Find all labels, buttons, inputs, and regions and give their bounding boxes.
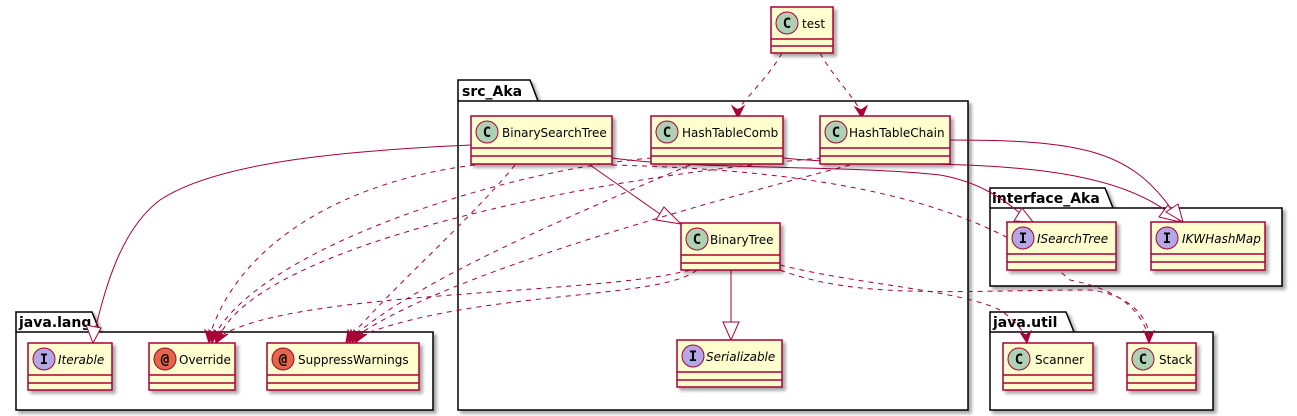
svg-text:I: I — [40, 352, 48, 368]
arrowhead-open — [85, 324, 102, 345]
edge-bst-uses-stack — [611, 164, 1149, 336]
annotation-badge-icon — [153, 347, 177, 371]
edge-binarytree-uses-scanner — [779, 264, 1026, 337]
annotation-override[interactable]: @ Override — [148, 342, 236, 391]
arrowhead-filled — [730, 104, 746, 120]
arrowhead-open — [655, 206, 683, 225]
package-title-java-lang: java.lang — [18, 315, 91, 331]
edge-binarytree-uses-stack — [779, 269, 1151, 336]
class-badge-icon — [824, 120, 848, 144]
class-name: test — [802, 17, 825, 31]
interface-iterable[interactable]: I Iterable — [27, 342, 113, 391]
package-title-src-aka: src_Aka — [462, 84, 522, 100]
svg-text:I: I — [1019, 231, 1027, 247]
class-hash-table-chain[interactable]: C HashTableChain — [819, 115, 951, 165]
svg-text:C: C — [783, 16, 791, 32]
edge-bst-implements-iterable — [94, 144, 472, 331]
svg-text:C: C — [663, 125, 671, 141]
class-badge-icon — [655, 120, 679, 144]
class-binary-search-tree[interactable]: C BinarySearchTree — [470, 115, 613, 165]
svg-text:I: I — [1163, 231, 1171, 247]
class-stack[interactable]: C Stack — [1126, 342, 1197, 391]
svg-text:C: C — [693, 232, 701, 248]
svg-text:I: I — [689, 349, 697, 365]
arrowhead-filled — [214, 329, 229, 345]
arrowhead-filled — [853, 104, 869, 120]
svg-text:C: C — [832, 125, 840, 141]
class-name: BinarySearchTree — [502, 126, 607, 140]
edge-hashtablechain-uses-override — [219, 157, 823, 336]
class-name: Iterable — [58, 353, 104, 367]
class-name: SuppressWarnings — [298, 353, 409, 367]
edge-bst-extends-binarytree — [589, 164, 661, 215]
edge-bst-uses-override — [209, 164, 476, 336]
interface-isearch-tree[interactable]: I ISearchTree — [1006, 221, 1117, 271]
arrowhead-filled — [354, 329, 368, 345]
interface-badge-icon — [1155, 226, 1179, 250]
class-badge-icon — [775, 11, 799, 35]
class-binary-tree[interactable]: C BinaryTree — [680, 222, 781, 271]
interface-badge-icon — [681, 344, 705, 368]
class-name: ISearchTree — [1037, 232, 1108, 246]
svg-text:@: @ — [279, 352, 287, 368]
class-name: Serializable — [706, 350, 775, 364]
class-name: Stack — [1159, 353, 1192, 367]
edge-binarytree-uses-suppresswarnings — [361, 269, 698, 336]
class-badge-icon — [685, 227, 709, 251]
arrowhead-open — [1165, 203, 1184, 224]
class-badge-icon — [475, 120, 499, 144]
edge-binarytree-uses-override — [221, 269, 691, 336]
class-scanner[interactable]: C Scanner — [1002, 342, 1094, 391]
arrowhead-filled — [1018, 329, 1033, 345]
class-name: HashTableComb — [682, 126, 778, 140]
class-name: IKWHashMap — [1182, 232, 1261, 246]
svg-text:C: C — [483, 125, 491, 141]
class-name: Scanner — [1035, 353, 1084, 367]
svg-text:C: C — [1139, 352, 1147, 368]
arrowhead-open — [722, 321, 740, 342]
interface-serializable[interactable]: I Serializable — [676, 339, 783, 388]
svg-text:@: @ — [161, 352, 169, 368]
arrowhead-filled — [1142, 329, 1156, 345]
class-badge-icon — [1007, 347, 1031, 371]
interface-badge-icon — [32, 347, 56, 371]
interface-badge-icon — [1011, 226, 1035, 250]
class-name: HashTableChain — [849, 126, 945, 140]
annotation-suppress-warnings[interactable]: @ SuppressWarnings — [266, 342, 420, 391]
class-name: Override — [179, 353, 231, 367]
class-hash-table-comb[interactable]: C HashTableComb — [650, 115, 784, 165]
annotation-badge-icon — [271, 347, 295, 371]
package-title-interface-aka: interface_Aka — [992, 191, 1100, 207]
class-name: BinaryTree — [710, 233, 774, 247]
svg-text:C: C — [1015, 352, 1023, 368]
class-test[interactable]: C test — [770, 6, 834, 54]
class-badge-icon — [1131, 347, 1155, 371]
edge-test-to-hashtablechain — [819, 52, 861, 111]
relations — [85, 52, 1184, 345]
interface-ikw-hash-map[interactable]: I IKWHashMap — [1150, 221, 1266, 271]
edge-hashtablechain-implements-ikwhashmap — [949, 139, 1173, 211]
package-title-java-util: java.util — [992, 315, 1057, 331]
